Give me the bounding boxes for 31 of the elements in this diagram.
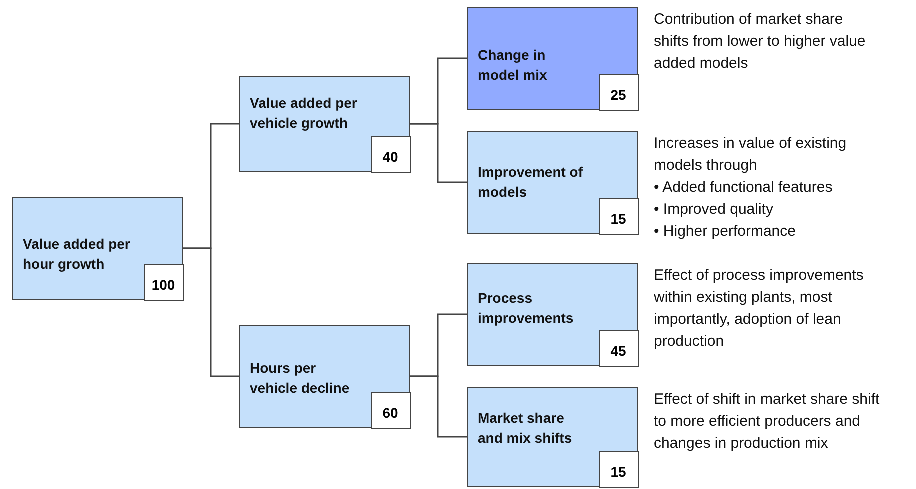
value-badge: 40 [370, 136, 410, 172]
value-badge: 15 [598, 198, 638, 234]
box-title: Hours per vehicle decline [250, 359, 351, 398]
process-box [467, 387, 638, 487]
box-title: Process improvements [478, 289, 575, 328]
connector-line [410, 123, 467, 184]
description-text: Increases in value of existing models through [654, 134, 848, 176]
connector-line [183, 248, 239, 378]
box-title: Value added per hour growth [23, 235, 131, 274]
box-title: Value added per vehicle growth [250, 94, 358, 133]
value-badge: 15 [598, 450, 638, 488]
process-box [12, 197, 183, 300]
connector-line [410, 376, 467, 438]
bullet-item: • Higher performance [654, 222, 797, 242]
description-text: Effect of process improvements within existing plants, most importantly, adoption of lean production [654, 266, 865, 352]
box-title: Improvement of models [478, 163, 584, 202]
description-text: Effect of shift in market share shift to more efficient producers and changes in production mix [654, 390, 880, 454]
box-title: Market share and mix shifts [478, 409, 574, 448]
process-box [467, 263, 638, 366]
value-badge: 25 [598, 74, 638, 110]
value-badge: 60 [370, 392, 410, 428]
process-box [239, 76, 410, 172]
process-box [467, 7, 638, 110]
process-box [239, 325, 410, 428]
value-badge: 45 [598, 330, 638, 366]
value-badge: 100 [144, 264, 184, 300]
description-text: Contribution of market share shifts from lower to higher value added models [654, 10, 867, 74]
bullet-item: • Added functional features [654, 178, 834, 198]
box-title: Change in model mix [478, 46, 548, 85]
process-box [467, 131, 638, 234]
bullet-item: • Improved quality [654, 200, 774, 220]
